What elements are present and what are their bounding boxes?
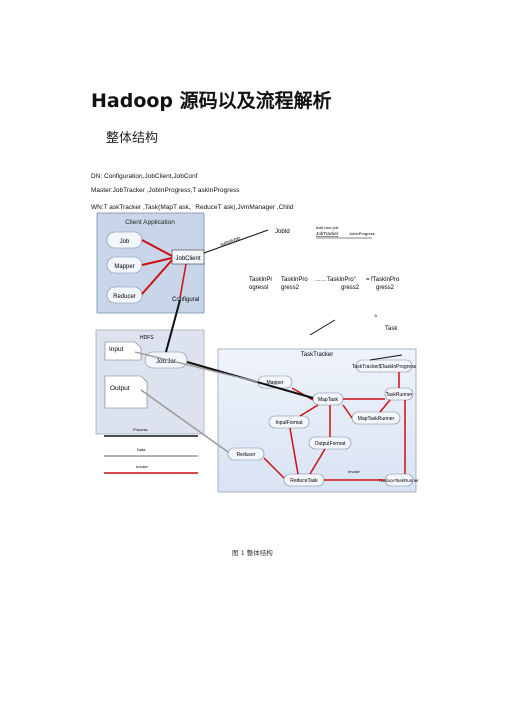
jobclient-label: JobClient [175, 256, 200, 262]
jobclient-node [171, 249, 205, 265]
invoke-label: Invoke [348, 469, 361, 474]
jobjar-label: Job.Jar [156, 359, 176, 365]
ttip-node [355, 359, 413, 373]
section-title: 整体结构 [106, 131, 159, 146]
submit-job-arrow [203, 229, 269, 254]
add-job-label-1: Add new job: [316, 225, 339, 230]
client-reducer-label: Reducer [113, 294, 136, 300]
job-to-jobclient-arrow [141, 239, 173, 257]
hdfs-label: HDFS [140, 335, 154, 341]
client-reducer-node [106, 286, 143, 304]
job-node-label: Job [120, 239, 130, 245]
reducetaskrunner-label: ReduceTaskRunner [379, 478, 419, 483]
reducetask-to-reducer-arrow [263, 457, 285, 479]
tasktracker-title: TaskTracker [301, 352, 333, 358]
text-line-wn: WN:T askTracker ,Task(MapT ask、ReduceT a… [91, 204, 294, 211]
tt-mapper-label: Mapper [267, 380, 284, 386]
figure-caption: 图 1 整体结构 [232, 549, 273, 557]
reducetask-to-outputformat-arrow [309, 448, 326, 475]
text-line-master: Master:JobTracker ,JobInProgress,T askIn… [91, 187, 240, 194]
reducer-to-output-data [140, 389, 229, 453]
text-line-dn: DN: Configuration,JobClient,JobConf [91, 173, 198, 180]
tt-reducer-label: Reducer [237, 452, 256, 458]
task-assign-mark: Ji [374, 313, 377, 318]
inputformat-node [268, 415, 310, 429]
maptaskrunner-label: MapTaskRunner [358, 416, 395, 422]
tip-dots: …… [315, 277, 327, 283]
output-file-node [104, 375, 148, 409]
reducetask-label: ReduceTask [290, 478, 318, 484]
input-to-mapper-data [134, 351, 259, 383]
taskrunner-label: TaskRunner [386, 392, 413, 398]
jobid-label: JobId [275, 229, 290, 235]
outputformat-label: OutputFormat [315, 441, 346, 447]
reducer-to-jobclient-arrow [141, 259, 173, 295]
mapper-to-jobclient-arrow [141, 257, 173, 266]
tip-3b: gress2 [341, 285, 360, 291]
maptask-label: MapTask [318, 397, 339, 403]
tip-separator: = [366, 277, 370, 283]
maptaskrunner-to-maptask-arrow [342, 404, 353, 419]
maptask-to-inputformat-arrow [299, 404, 319, 417]
tip-1b: ogressl [249, 285, 268, 291]
tt-reducer-node [227, 447, 265, 461]
input-label: Input [109, 346, 124, 353]
inputformat-label: InputFormat [276, 420, 304, 426]
taskrunner-to-maptaskrunner-arrow [379, 399, 391, 413]
tip-2b: gress2 [281, 285, 300, 291]
legend-data-label: Data [137, 447, 146, 452]
output-label: Output [110, 385, 130, 392]
submit-job-label: submitJob [220, 235, 241, 247]
page-title: Hadoop 源码以及流程解析 [91, 90, 332, 112]
legend-process-label: Process [133, 427, 147, 432]
jobclient-to-configural-arrow [179, 263, 187, 299]
tip-4b: gress2 [376, 285, 395, 291]
configural-to-jobjar-arrow [165, 299, 181, 353]
tip-4: fTaskInPro [371, 277, 400, 283]
task-to-ttip-arrow [369, 354, 403, 361]
tip-1: TaskInPr [249, 277, 272, 283]
client-mapper-label: Mapper [114, 264, 134, 270]
configural-label: Configural [172, 297, 199, 303]
legend-invoke-label: Invoke [136, 464, 149, 469]
heartbeat-arrow [309, 319, 336, 336]
client-application-title: Client Application [125, 219, 175, 226]
reducetask-to-inputformat-arrow [289, 427, 299, 475]
add-job-label-3: JobInProgress [349, 231, 375, 236]
tip-3: TaskInPro" [327, 277, 356, 283]
task-label: Task [385, 326, 398, 332]
add-job-label-2: JobTracker [316, 231, 339, 236]
ttip-label: TaskTracker$TaskInProgress [352, 364, 417, 370]
tip-2: TaskInPro [281, 277, 308, 283]
